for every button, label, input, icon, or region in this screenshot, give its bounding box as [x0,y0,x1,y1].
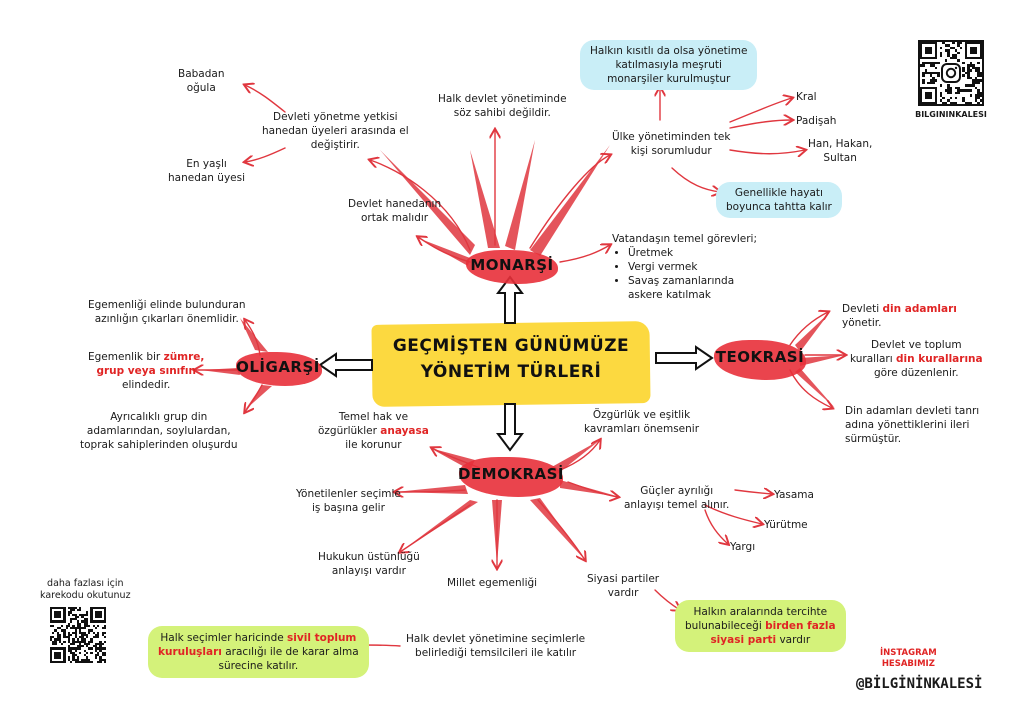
text-yurutme: Yürütme [764,519,808,531]
node-oligarsi: OLİGARŞİ [232,350,324,386]
block-arrow-icon [496,403,524,452]
link-yurutme [704,504,762,524]
link-tek-kisi [529,155,610,249]
text-han: Han, Hakan,Sultan [808,138,873,164]
node-teokrasi-label: TEOKRASİ [715,348,805,366]
text-millet: Millet egemenliği [447,577,538,589]
text-birden-fazla: Halkın aralarında tercihte bulunabileceğ… [675,600,846,652]
link-gorevler [559,245,610,263]
link-din [789,312,828,346]
text-din-kurallari: Devlet ve toplum kuralları din kuralları… [850,339,983,379]
link-kral [729,98,792,123]
node-oligarsi-label: OLİGARŞİ [236,358,320,376]
text-yasama: Yasama [774,489,814,501]
center-title-line1: GEÇMİŞTEN GÜNÜMÜZE [392,336,630,356]
link-yargi [704,509,728,544]
qr-code-icon [918,40,984,106]
link-han [729,150,805,154]
brand-small: BILGININKALESI [915,110,987,119]
text-kral: Kral [796,91,817,103]
node-teokrasi: TEOKRASİ [710,338,810,380]
node-monarsi-label: MONARŞİ [470,256,554,274]
link-babadan [245,85,286,113]
node-demokrasi: DEMOKRASİ [455,455,567,497]
instagram-handle: @BİLGİNİNKALESİ [856,676,983,692]
list-gorevler: Vatandaşın temel görevleri; Üretmek Verg… [612,232,768,302]
node-monarsi: MONARŞİ [462,248,562,284]
text-egemenlik: Egemenlik bir zümre, grup veya sınıfın e… [88,351,205,391]
text-yargi: Yargı [730,541,756,553]
link-hayat [671,167,720,192]
node-demokrasi-label: DEMOKRASİ [457,465,565,483]
list-gorevler-title: Vatandaşın temel görevleri; [612,233,758,245]
node-brush-strokes [200,140,845,565]
link-yasama [734,490,772,494]
qr-code-icon [50,607,106,663]
text-stk: Halk seçimler haricinde sivil toplum kur… [148,626,369,678]
link-yasli [245,147,286,162]
text-temel-hak: Temel hak ve özgürlükler anayasa ile kor… [318,411,429,451]
block-arrow-icon [496,275,524,324]
text-padisah: Padişah [796,115,837,127]
list-item: Vergi vermek [628,260,768,274]
center-title-line2: YÖNETİM TÜRLERİ [420,362,602,382]
list-item: Üretmek [628,246,768,260]
list-item: Savaş zamanlarında askere katılmak [628,274,768,302]
block-arrow-icon [655,345,714,371]
center-title: GEÇMİŞTEN GÜNÜMÜZE YÖNETİM TÜRLERİ [372,333,650,385]
text-din-adamlari: Devleti din adamları yönetir. [842,303,957,329]
block-arrow-icon [318,352,373,378]
instagram-icon [940,62,962,84]
link-padisah [729,120,792,129]
